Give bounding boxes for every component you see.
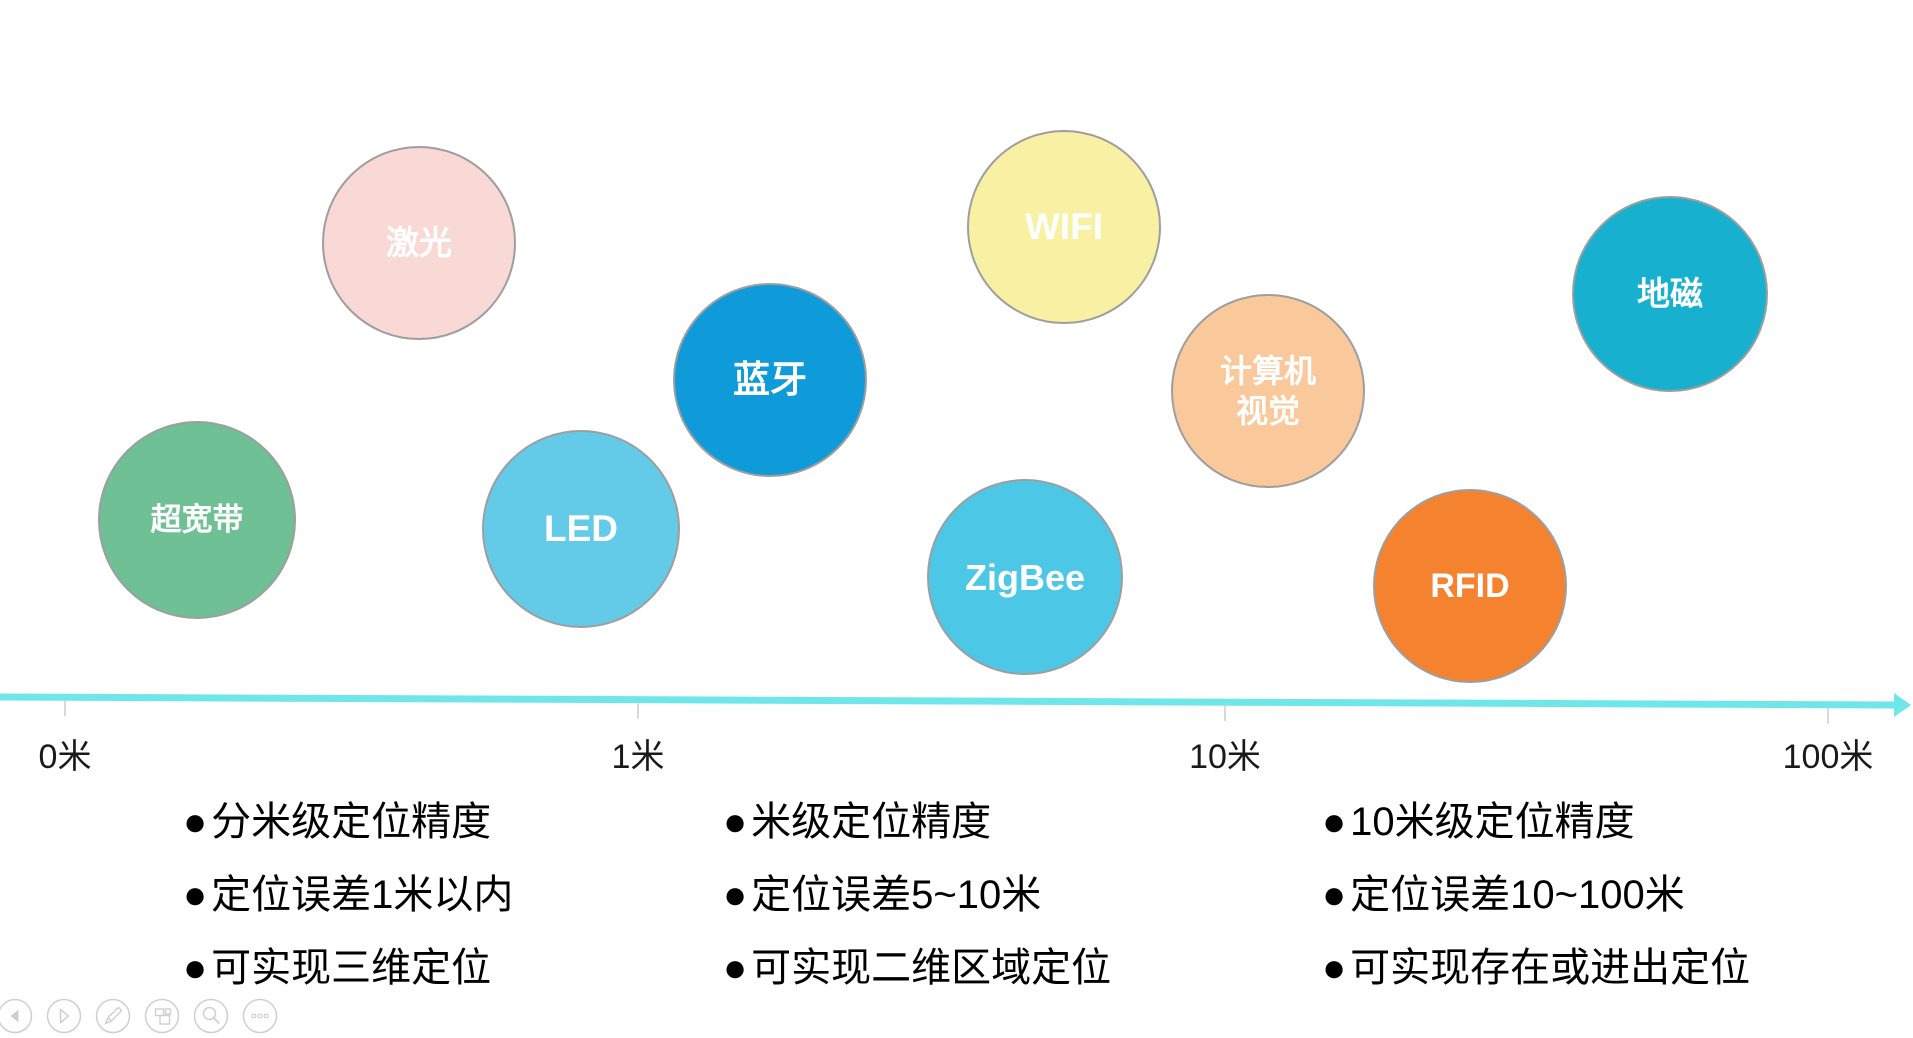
tick-label-10米: 10米	[1189, 738, 1261, 776]
note-row: ●可实现二维区域定位	[723, 932, 1111, 1005]
note-row: ●定位误差5~10米	[723, 859, 1111, 932]
note-text: 米级定位精度	[751, 800, 992, 844]
bullet-dot-icon: ●	[723, 873, 748, 917]
note-text: 分米级定位精度	[211, 800, 492, 844]
tick-label-0米: 0米	[38, 738, 92, 776]
note-row: ●分米级定位精度	[183, 786, 513, 859]
next-icon[interactable]	[46, 998, 82, 1034]
axis-line	[0, 693, 1898, 709]
bullet-dot-icon: ●	[1322, 873, 1347, 917]
note-text: 定位误差1米以内	[211, 873, 514, 917]
previous-icon[interactable]	[0, 998, 33, 1034]
accuracy-axis	[0, 693, 1911, 724]
slideshow-toolbar	[0, 998, 278, 1034]
bubble-计算机视觉: 计算机 视觉	[1171, 294, 1365, 488]
bullet-dot-icon: ●	[1322, 800, 1347, 844]
bubble-激光: 激光	[322, 146, 516, 340]
note-row: ●定位误差1米以内	[183, 859, 513, 932]
note-text: 可实现三维定位	[211, 946, 492, 990]
bullet-dot-icon: ●	[723, 946, 748, 990]
axis-arrowhead-icon	[1894, 693, 1911, 717]
note-row: ●米级定位精度	[723, 786, 1111, 859]
bullet-dot-icon: ●	[183, 800, 208, 844]
bullet-dot-icon: ●	[183, 873, 208, 917]
tick-label-100米: 100米	[1782, 738, 1874, 776]
bubble-蓝牙: 蓝牙	[673, 283, 867, 477]
note-row: ●定位误差10~100米	[1322, 859, 1750, 932]
note-row: ●可实现存在或进出定位	[1322, 932, 1750, 1005]
note-text: 可实现存在或进出定位	[1350, 946, 1751, 990]
notes-column-3: ●10米级定位精度●定位误差10~100米●可实现存在或进出定位	[1322, 786, 1750, 1005]
bubble-WIFI: WIFI	[967, 130, 1161, 324]
bubble-LED: LED	[482, 430, 680, 628]
bullet-dot-icon: ●	[1322, 946, 1347, 990]
bubble-ZigBee: ZigBee	[927, 479, 1123, 675]
bullet-dot-icon: ●	[183, 946, 208, 990]
note-row: ●可实现三维定位	[183, 932, 513, 1005]
zoom-icon[interactable]	[193, 998, 229, 1034]
note-text: 定位误差10~100米	[1350, 873, 1685, 917]
bubble-RFID: RFID	[1373, 489, 1567, 683]
note-text: 10米级定位精度	[1350, 800, 1635, 844]
more-icon[interactable]	[242, 998, 278, 1034]
note-text: 定位误差5~10米	[751, 873, 1042, 917]
notes-column-2: ●米级定位精度●定位误差5~10米●可实现二维区域定位	[723, 786, 1111, 1005]
note-row: ●10米级定位精度	[1322, 786, 1750, 859]
tick-label-1米: 1米	[611, 738, 665, 776]
bubble-超宽带: 超宽带	[98, 421, 296, 619]
notes-column-1: ●分米级定位精度●定位误差1米以内●可实现三维定位	[183, 786, 513, 1005]
slides-icon[interactable]	[144, 998, 180, 1034]
bubble-地磁: 地磁	[1572, 196, 1768, 392]
bullet-dot-icon: ●	[723, 800, 748, 844]
pen-icon[interactable]	[95, 998, 131, 1034]
note-text: 可实现二维区域定位	[751, 946, 1112, 990]
